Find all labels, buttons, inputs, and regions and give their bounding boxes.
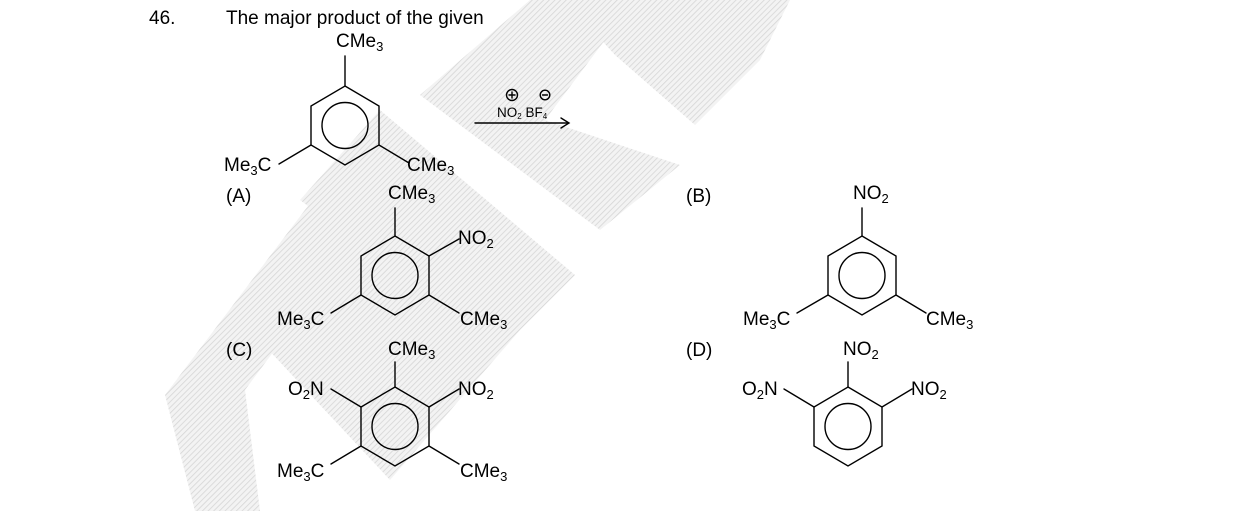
option-a-label[interactable]: (A)	[226, 186, 252, 207]
option-a-cme3-right: CMe3	[460, 309, 508, 332]
reaction-arrow	[474, 88, 571, 129]
option-c-me3c: Me3C	[277, 461, 325, 484]
option-a-no2: NO2	[458, 228, 494, 251]
option-c-cme3-top: CMe3	[388, 339, 436, 362]
reactant-cme3-right: CMe3	[407, 155, 455, 178]
option-b-no2: NO2	[853, 183, 889, 206]
reactant-cme3-top: CMe3	[336, 31, 384, 54]
option-b-benzene-ring	[796, 207, 927, 316]
option-c-cme3-right: CMe3	[460, 461, 508, 484]
reagent-no2-bf4: NO2 BF4	[497, 105, 548, 121]
option-d-no2-right: NO2	[911, 379, 947, 402]
option-b-cme3: CMe3	[926, 309, 974, 332]
reactant-me3c-left: Me3C	[224, 155, 272, 178]
option-a-me3c: Me3C	[277, 309, 325, 332]
option-c-no2: NO2	[458, 379, 494, 402]
option-c-benzene-ring	[330, 361, 460, 467]
option-c-o2n: O2N	[288, 379, 324, 402]
reactant-benzene-ring	[278, 55, 410, 166]
option-d-o2n: O2N	[742, 379, 778, 402]
option-d-no2-top: NO2	[843, 339, 879, 362]
watermark-logo	[165, 0, 790, 511]
option-a-benzene-ring	[330, 207, 460, 316]
option-b-me3c: Me3C	[743, 309, 791, 332]
option-b-label[interactable]: (B)	[686, 186, 712, 207]
option-d-benzene-ring	[783, 361, 913, 467]
question-text: The major product of the given	[226, 8, 484, 29]
option-c-label[interactable]: (C)	[226, 340, 253, 361]
question-number: 46.	[149, 8, 176, 29]
option-a-cme3-top: CMe3	[388, 183, 436, 206]
option-d-label[interactable]: (D)	[686, 340, 713, 361]
